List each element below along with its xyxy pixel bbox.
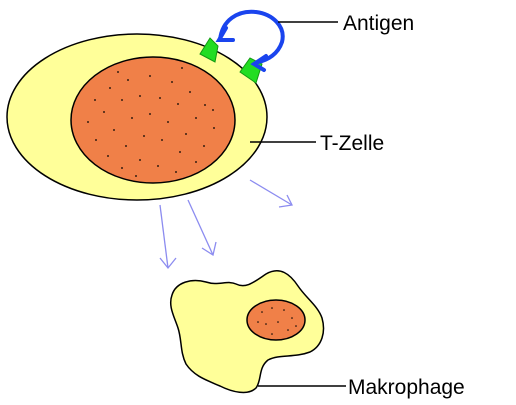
label-macrophage: Makrophage <box>348 376 465 399</box>
signal-arrow-right <box>250 180 292 207</box>
t-cell <box>7 34 267 200</box>
antigen-loop <box>220 12 283 62</box>
signal-arrow-middle <box>188 200 216 255</box>
t-cell-nucleus <box>71 57 235 183</box>
label-antigen: Antigen <box>343 12 414 35</box>
signal-arrow-left <box>160 205 176 268</box>
macrophage-nucleus <box>247 300 305 340</box>
macrophage <box>171 271 324 393</box>
label-t-cell: T-Zelle <box>320 132 384 155</box>
